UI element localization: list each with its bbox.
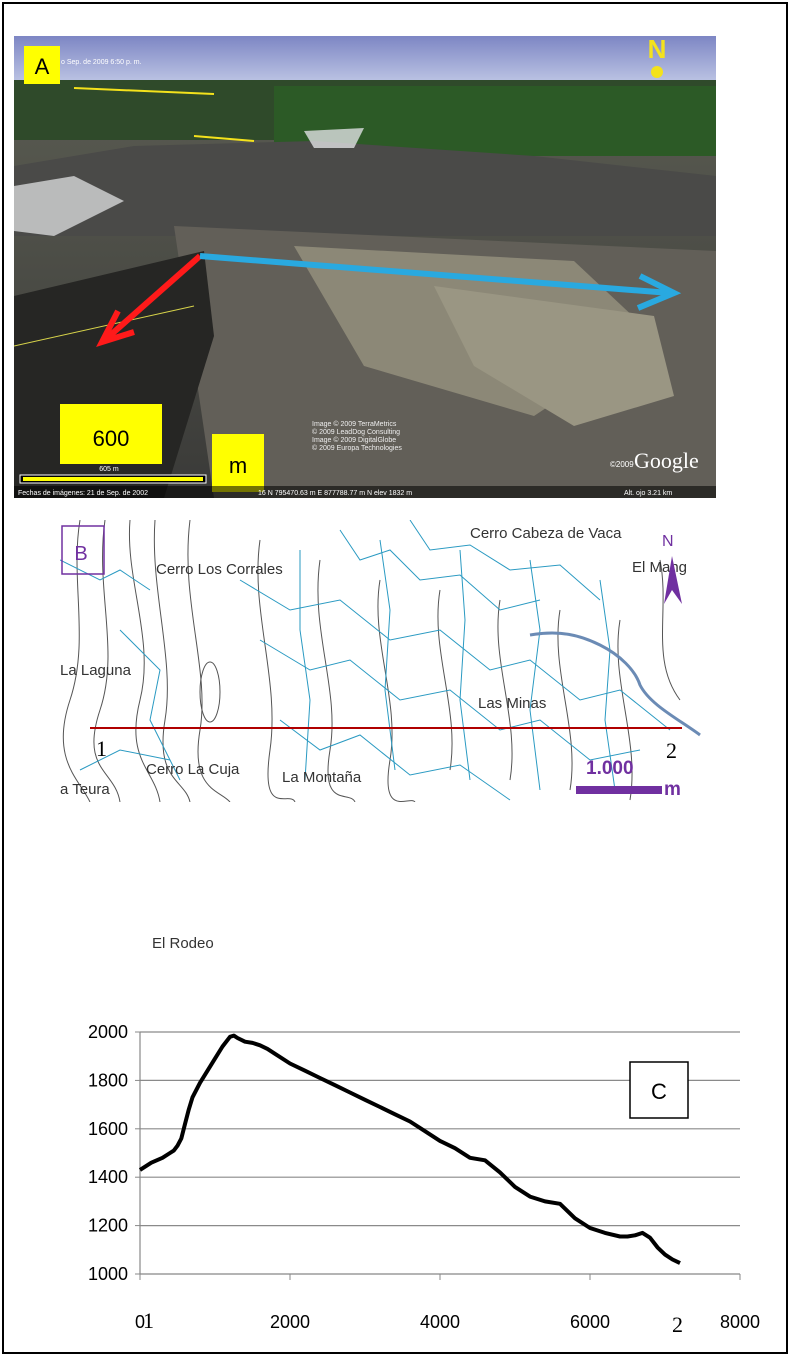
google-year: ©2009: [610, 460, 634, 469]
x-tick-label-8000: 8000: [720, 1312, 760, 1332]
scale-value-box: [60, 404, 162, 464]
scale-unit-b: m: [664, 779, 681, 800]
contour-lines: [62, 520, 681, 802]
imagery-date-top: o Sep. de 2009 6:50 p. m.: [61, 59, 142, 66]
place-a-teura: a Teura: [60, 781, 110, 798]
section-point-1: 1: [96, 736, 107, 761]
profile-point-1: 1: [143, 1308, 154, 1333]
scale-value-a: 600: [93, 426, 130, 451]
y-tick-label-2000: 2000: [88, 1022, 128, 1042]
river-network: [60, 520, 671, 801]
x-tick-label-4000: 4000: [420, 1312, 460, 1332]
place-la-laguna: La Laguna: [60, 662, 132, 679]
place-cerro-la-cuja: Cerro La Cuja: [146, 761, 240, 778]
y-tick-label-1000: 1000: [88, 1264, 128, 1284]
section-point-2: 2: [666, 738, 677, 763]
scale-bar: [23, 477, 203, 481]
eye-altitude: Alt. ojo 3.21 km: [624, 490, 672, 497]
panel-a-label: A: [35, 54, 50, 79]
coordinates-readout: 16 N 795470.63 m E 877788.77 m N elev 18…: [258, 490, 412, 497]
satellite-view: A o Sep. de 2009 6:50 p. m. N 600 605 m …: [14, 36, 716, 498]
place-las-minas: Las Minas: [478, 695, 546, 712]
place-cerro-cabeza-de-vaca: Cerro Cabeza de Vaca: [470, 525, 622, 542]
scale-bar-b: [576, 786, 662, 794]
topographic-map: B Cerro Cabeza de Vaca El Mang Cerro Los…: [60, 520, 703, 802]
panel-a-label-box: [24, 46, 60, 84]
satellite-view-graphic: A o Sep. de 2009 6:50 p. m. N 600 605 m …: [14, 36, 716, 498]
panel-b-label: B: [74, 543, 87, 565]
imagery-date-footer: Fechas de imágenes: 21 de Sep. de 2002: [18, 490, 148, 497]
north-arrow-icon: [664, 556, 682, 604]
x-axis-ticks: 0 2000 4000 6000 8000: [135, 1274, 760, 1332]
y-axis-ticks: 1000 1200 1400 1600 1800 2000: [88, 1022, 140, 1284]
x-tick-label-6000: 6000: [570, 1312, 610, 1332]
chart-grid: [139, 1031, 740, 1275]
panel-c-label-box: [629, 1061, 689, 1119]
y-tick-label-1600: 1600: [88, 1119, 128, 1139]
scale-value-b: 1.000: [586, 758, 634, 779]
main-river: [529, 631, 701, 737]
north-label-b: N: [662, 533, 674, 550]
credit-2: © 2009 LeadDog Consulting: [312, 428, 400, 436]
elevation-profile-line: [138, 1033, 681, 1265]
red-arrow-icon: [104, 253, 202, 342]
north-label-a: N: [648, 36, 667, 64]
blue-arrow-icon: [199, 253, 671, 296]
scale-bar-text: 605 m: [99, 466, 119, 473]
topographic-map-graphic: B Cerro Cabeza de Vaca El Mang Cerro Los…: [60, 520, 701, 802]
y-tick-label-1800: 1800: [88, 1070, 128, 1090]
panel-c-label: C: [651, 1079, 667, 1104]
credit-4: © 2009 Europa Technologies: [312, 444, 402, 452]
panel-b-label-box: [61, 525, 105, 575]
y-tick-label-1200: 1200: [88, 1216, 128, 1236]
scale-unit-a: m: [229, 453, 247, 478]
y-tick-label-1400: 1400: [88, 1167, 128, 1187]
profile-point-2: 2: [672, 1312, 683, 1337]
place-la-montana: La Montaña: [282, 769, 362, 786]
x-tick-label-0: 0: [135, 1312, 145, 1332]
place-el-rodeo-label: El Rodeo: [152, 935, 214, 952]
google-logo: Google: [634, 448, 699, 473]
x-tick-label-2000: 2000: [270, 1312, 310, 1332]
place-cerro-los-corrales: Cerro Los Corrales: [156, 561, 283, 578]
scale-unit-box: [212, 434, 264, 492]
credit-1: Image © 2009 TerraMetrics: [312, 420, 397, 428]
north-dot-icon: [651, 66, 663, 78]
credit-3: Image © 2009 DigitalGlobe: [312, 436, 396, 444]
sky: [14, 36, 716, 80]
